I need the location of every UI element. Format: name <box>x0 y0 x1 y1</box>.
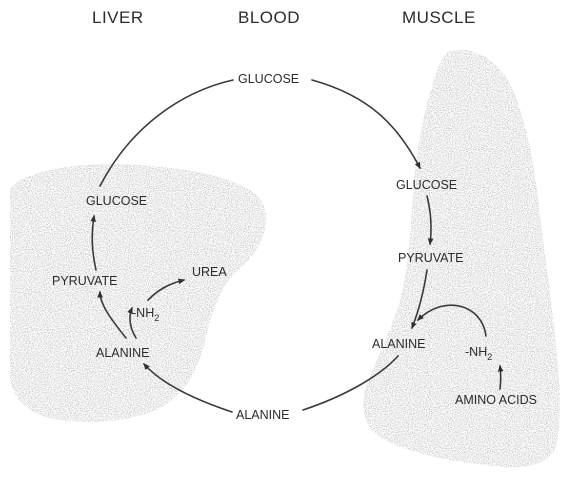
liver-alanine-label: ALANINE <box>96 346 150 360</box>
liver-header: LIVER <box>92 8 144 27</box>
blood-glucose-label: GLUCOSE <box>238 72 299 86</box>
liver-pyruvate-label: PYRUVATE <box>52 274 118 288</box>
muscle-pyruvate-label: PYRUVATE <box>398 251 464 265</box>
muscle-alanine-label: ALANINE <box>372 337 426 351</box>
muscle-header: MUSCLE <box>402 8 476 27</box>
arrow-amino-acids-to-nh2 <box>500 366 501 389</box>
blood-header: BLOOD <box>238 8 300 27</box>
amino-acids-label: AMINO ACIDS <box>455 393 537 407</box>
arrow-blood-glucose-to-muscle <box>312 80 420 168</box>
urea-label: UREA <box>192 265 227 279</box>
liver-glucose-label: GLUCOSE <box>86 194 147 208</box>
muscle-glucose-label: GLUCOSE <box>396 178 457 192</box>
blood-alanine-label: ALANINE <box>236 408 290 422</box>
